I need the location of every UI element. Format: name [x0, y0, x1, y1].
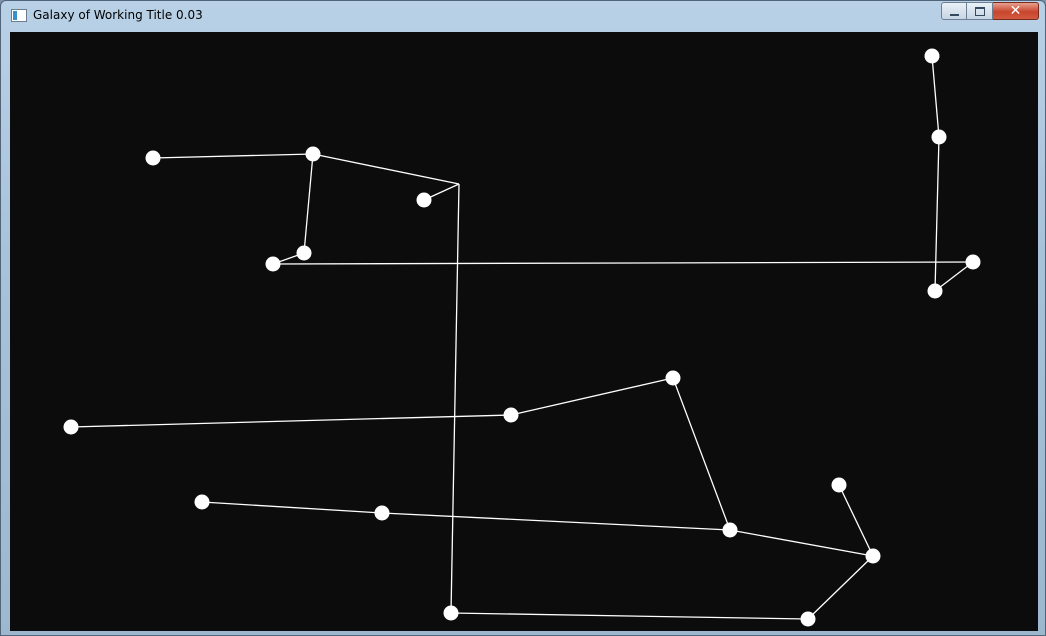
- close-button[interactable]: ✕: [993, 2, 1039, 20]
- star-link: [510, 377, 674, 416]
- star-node[interactable]: [145, 150, 161, 166]
- star-node[interactable]: [965, 254, 981, 270]
- galaxy-map: [63, 48, 981, 627]
- star-link: [312, 153, 460, 185]
- star-node[interactable]: [503, 407, 519, 423]
- app-icon: [11, 9, 27, 22]
- star-node[interactable]: [931, 129, 947, 145]
- star-node[interactable]: [194, 494, 210, 510]
- star-link: [807, 555, 874, 620]
- star-node[interactable]: [443, 605, 459, 621]
- star-link: [729, 529, 874, 557]
- star-node[interactable]: [63, 419, 79, 435]
- galaxy-canvas[interactable]: [10, 32, 1038, 631]
- star-node[interactable]: [927, 283, 943, 299]
- star-node[interactable]: [865, 548, 881, 564]
- star-node[interactable]: [800, 611, 816, 627]
- star-node[interactable]: [831, 477, 847, 493]
- star-link: [672, 377, 731, 531]
- star-node[interactable]: [374, 505, 390, 521]
- star-link: [934, 261, 974, 292]
- star-link: [152, 153, 314, 159]
- maximize-button[interactable]: [967, 2, 993, 20]
- title-bar[interactable]: Galaxy of Working Title 0.03 ✕: [1, 1, 1045, 31]
- window-title: Galaxy of Working Title 0.03: [33, 8, 203, 22]
- close-icon: ✕: [1009, 3, 1022, 19]
- star-link: [70, 414, 512, 428]
- star-link: [303, 153, 314, 254]
- star-link: [931, 55, 940, 138]
- star-link: [381, 512, 731, 531]
- star-node[interactable]: [722, 522, 738, 538]
- star-links: [70, 55, 974, 620]
- star-link: [450, 183, 460, 614]
- star-link: [934, 136, 940, 292]
- star-link: [450, 612, 809, 620]
- star-node[interactable]: [416, 192, 432, 208]
- star-node[interactable]: [296, 245, 312, 261]
- star-link: [272, 261, 974, 265]
- star-node[interactable]: [924, 48, 940, 64]
- star-link: [201, 501, 383, 514]
- star-node[interactable]: [305, 146, 321, 162]
- star-node[interactable]: [265, 256, 281, 272]
- minimize-button[interactable]: [941, 2, 967, 20]
- stars: [63, 48, 981, 627]
- window-controls: ✕: [941, 2, 1039, 22]
- star-node[interactable]: [665, 370, 681, 386]
- star-link: [838, 484, 874, 557]
